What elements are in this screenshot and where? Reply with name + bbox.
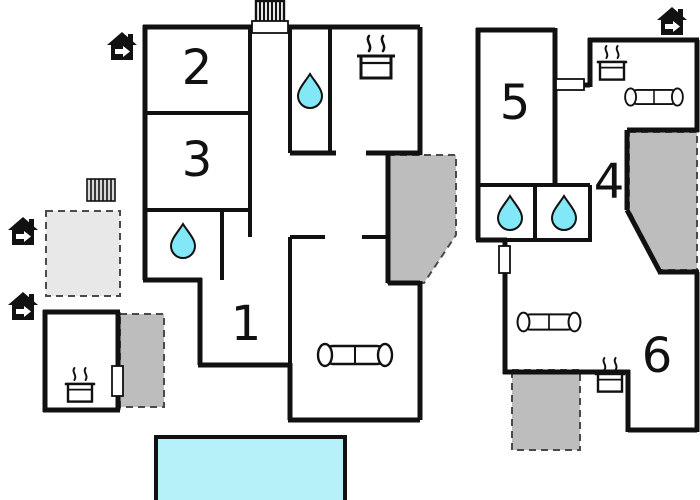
terrace-bottom-right bbox=[511, 369, 581, 451]
sofa-icon bbox=[516, 311, 582, 333]
room-label-2: 2 bbox=[182, 40, 213, 96]
cooking-pot-icon bbox=[63, 366, 97, 403]
door-icon bbox=[251, 20, 289, 34]
house-entrance-icon bbox=[107, 32, 137, 60]
cooking-pot-icon bbox=[593, 356, 627, 393]
swimming-pool bbox=[154, 435, 347, 500]
terrace-annex bbox=[119, 313, 165, 408]
terrace-right-building bbox=[628, 131, 698, 271]
room-label-3: 3 bbox=[182, 132, 213, 188]
room-label-6: 6 bbox=[642, 328, 673, 384]
cooking-pot-icon bbox=[595, 44, 629, 81]
terrace-left-building bbox=[387, 154, 457, 284]
house-entrance-icon bbox=[657, 7, 687, 35]
sofa-icon bbox=[316, 342, 394, 368]
patio-light-area bbox=[45, 210, 121, 297]
right-building-interior-walls bbox=[478, 183, 592, 242]
door-icon bbox=[111, 365, 124, 397]
left-building-interior-walls bbox=[145, 27, 420, 365]
house-entrance-icon bbox=[8, 292, 38, 320]
water-drop-icon bbox=[497, 195, 523, 231]
room-label-5: 5 bbox=[500, 75, 531, 131]
water-drop-icon bbox=[170, 223, 196, 259]
sofa-icon bbox=[624, 87, 684, 107]
room-label-4: 4 bbox=[594, 154, 625, 210]
water-drop-icon bbox=[297, 73, 323, 109]
water-drop-icon bbox=[551, 195, 577, 231]
door-icon bbox=[498, 245, 511, 274]
door-icon bbox=[555, 78, 585, 91]
radiator-icon bbox=[86, 178, 116, 202]
cooking-pot-icon bbox=[355, 34, 397, 80]
house-entrance-icon bbox=[8, 217, 38, 245]
room-label-1: 1 bbox=[231, 296, 262, 352]
